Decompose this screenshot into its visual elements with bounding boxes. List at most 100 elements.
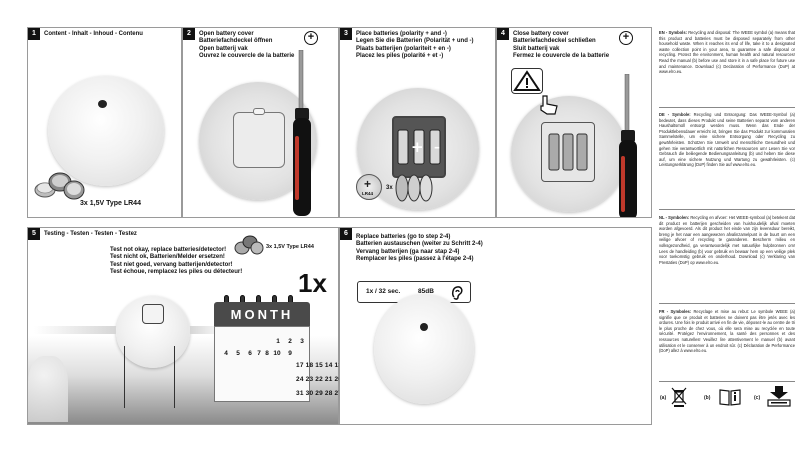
section-divider	[659, 209, 795, 210]
battery-count-label: 3x	[386, 185, 393, 191]
instruction-nl: Vervang batterijen (ga naar stap 2-4)	[356, 248, 460, 255]
battery-type-label: 3x 1,5V Type LR44	[80, 200, 141, 207]
step-instructions: Replace batteries (go to step 2-4) Batte…	[356, 234, 483, 264]
calendar-day: 6	[248, 350, 252, 357]
screwdriver-icon: +	[304, 31, 318, 45]
calendar-week-row: 24 23 22 21 20 19 18	[296, 376, 362, 383]
calendar-day: 1	[276, 338, 280, 345]
section-divider	[659, 381, 795, 382]
calendar-week-row: 17 18 15 14 13 12 11	[296, 362, 362, 369]
decibel-label: 85dB	[418, 288, 434, 295]
detector-test-button	[420, 323, 428, 331]
step-3-panel: 3 Place batteries (polarity + and -) Leg…	[339, 27, 496, 218]
step-instructions: Test not okay, replace batteries/detecto…	[110, 247, 242, 277]
coin-battery-label: LR44	[362, 191, 374, 196]
plus-icon: +	[364, 177, 372, 191]
warning-icon	[513, 70, 541, 91]
instruction-fr: Remplacer les piles (passez à l'étape 2-…	[356, 256, 474, 263]
step-number: 6	[340, 228, 352, 240]
step-instructions: Close battery cover Batteriefachdeckel s…	[513, 31, 609, 61]
symbol-a-label: (a)	[660, 395, 667, 401]
instruction-en: Place batteries (polarity + and -)	[356, 31, 447, 37]
weee-fr-title: FR - Symboles:	[659, 309, 692, 314]
calendar-day: 9	[288, 350, 292, 357]
calendar-image: MONTH 1 2 3 4 5 6 7 8 10 9	[214, 295, 310, 402]
instruction-de: Test nicht ok, Batterien/Melder ersetzen…	[110, 254, 225, 261]
instruction-de: Batteriefachdeckel öffnen	[199, 38, 273, 45]
test-multiplier: 1x	[298, 268, 327, 298]
instruction-de: Legen Sie die Batterien (Polarität + und…	[356, 38, 474, 45]
weee-fr-text: Recyclage et mise au rebut: Le symbole W…	[659, 309, 795, 354]
detector-mount	[142, 304, 164, 324]
manual-book-icon	[719, 389, 741, 406]
step-1-panel: 1 Content - Inhalt - Inhoud - Contenu 3x…	[27, 27, 182, 218]
download-icon	[767, 386, 791, 407]
calendar-day: 3	[300, 338, 304, 345]
step-number: 1	[28, 28, 40, 40]
instruction-fr: Fermez le couvercle de la batterie	[513, 53, 610, 60]
calendar-grid: 1 2 3 4 5 6 7 8 10 9	[214, 326, 310, 402]
weee-symbols-column: EN - Symbols: Recycling and disposal: Th…	[656, 27, 798, 425]
batteries-image	[34, 172, 85, 200]
instruction-fr: Ouvrez le couvercle de la batterie	[199, 53, 295, 60]
battery-stack-image	[395, 174, 433, 202]
batteries-image	[234, 235, 264, 255]
calendar-month: MONTH	[214, 302, 310, 326]
calendar-day: 8	[265, 350, 269, 357]
cover-latch	[253, 108, 265, 115]
instruction-en: Test not okay, replace batteries/detecto…	[110, 247, 227, 253]
weee-en-paragraph: EN - Symbols: Recycling and disposal: Th…	[659, 30, 795, 75]
calendar-day: 7	[257, 350, 261, 357]
distance-line-right	[174, 346, 175, 408]
instruction-nl: Plaats batterijen (polariteit + en -)	[356, 45, 451, 52]
weee-de-paragraph: DE - Symbole: Recycling und Entsorgung: …	[659, 112, 795, 168]
step-number: 5	[28, 228, 40, 240]
svg-text:+: +	[411, 138, 424, 156]
weee-nl-text: Recycling en afvoer: Het WEEE-symbool (a…	[659, 215, 796, 265]
batteries-in-compartment-image: + –	[397, 129, 441, 165]
step-2-panel: 2 Open battery cover Batteriefachdeckel …	[182, 27, 339, 218]
calendar-day: 4	[224, 350, 228, 357]
step-instructions: Open battery cover Batteriefachdeckel öf…	[199, 31, 294, 61]
warning-callout	[511, 68, 543, 94]
weee-de-text: Recycling und Entsorgung: Das WEEE-Symbo…	[659, 112, 795, 168]
instruction-nl: Sluit batterij vak	[513, 45, 560, 52]
step-number: 4	[497, 28, 509, 40]
coin-battery-image: + LR44	[356, 174, 382, 200]
weee-de-title: DE - Symbole:	[659, 112, 691, 117]
screwdriver-image	[293, 50, 311, 216]
calendar-day: 2	[288, 338, 292, 345]
instruction-nl: Test niet goed, vervang batterijen/detec…	[110, 261, 233, 268]
battery-type-label: 3x 1,5V Type LR44	[266, 244, 314, 250]
step-title: Content - Inhalt - Inhoud - Contenu	[44, 31, 143, 37]
weee-en-title: EN - Symbols:	[659, 30, 687, 35]
smoke-detector-image	[48, 76, 164, 186]
instruction-de: Batteriefachdeckel schließen	[513, 38, 596, 45]
instruction-en: Close battery cover	[513, 31, 569, 37]
instruction-de: Batterien austauschen (weiter zu Schritt…	[356, 241, 483, 248]
weee-nl-title: NL - Symbolen:	[659, 215, 690, 220]
symbol-c-label: (c)	[754, 395, 761, 401]
hand-image	[28, 356, 68, 422]
weee-en-text: Recycling and disposal: The WEEE symbol …	[659, 30, 795, 75]
instruction-en: Replace batteries (go to step 2-4)	[356, 234, 451, 240]
detector-test-button	[98, 100, 107, 108]
screwdriver-icon: +	[619, 31, 633, 45]
weee-nl-paragraph: NL - Symbolen: Recycling en afvoer: Het …	[659, 215, 795, 265]
instruction-nl: Open batterij vak	[199, 45, 248, 52]
battery-cover	[233, 112, 285, 168]
batteries-visible-image	[548, 133, 588, 171]
symbol-b-label: (b)	[704, 395, 711, 401]
instruction-en: Open battery cover	[199, 31, 254, 37]
hand-pointer-icon	[540, 95, 558, 115]
wall-arm-left	[34, 326, 116, 334]
step-6-panel: 6 Replace batteries (go to step 2-4) Bat…	[339, 227, 652, 425]
step-title: Testing - Testen - Testen - Testez	[44, 231, 137, 237]
section-divider	[659, 107, 795, 108]
distance-line-left	[124, 346, 125, 408]
beep-interval-label: 1x / 32 sec.	[366, 288, 401, 295]
instruction-fr: Test échoue, remplacez les piles ou déte…	[110, 269, 243, 276]
instruction-fr: Placez les piles (polarité + et -)	[356, 53, 444, 60]
step-number: 2	[183, 28, 195, 40]
step-instructions: Place batteries (polarity + and -) Legen…	[356, 31, 474, 61]
